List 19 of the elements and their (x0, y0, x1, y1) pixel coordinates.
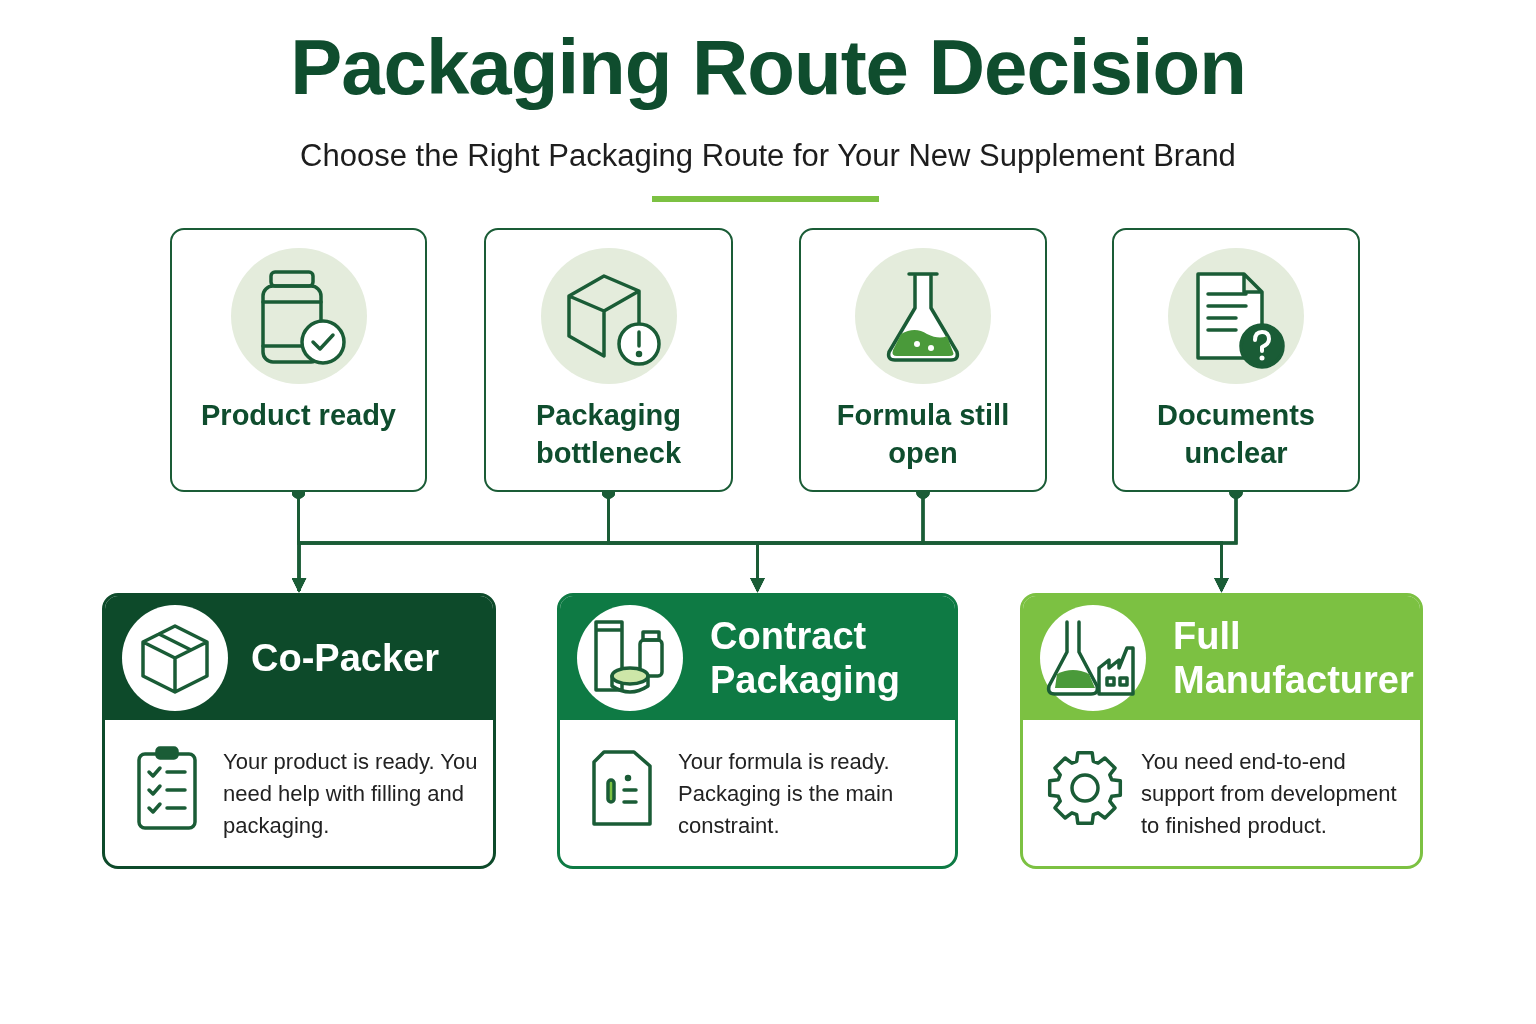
route-card (1020, 593, 1423, 869)
route-description: Your formula is ready. Packaging is the main constraint. (678, 748, 895, 840)
subtitle: Choose the Right Packaging Route for Your New Supplement Brand (299, 138, 1237, 174)
route-card (557, 593, 958, 869)
route-title: Co-Packer (251, 636, 439, 681)
condition-label: Documents unclear (1156, 398, 1316, 471)
route-description: You need end-to-end support from development to finished product. (1141, 748, 1398, 840)
route-title: Full Manufacturer (1173, 614, 1415, 702)
condition-card (799, 228, 1047, 492)
condition-card (484, 228, 733, 492)
condition-label: Formula still open (835, 398, 1011, 471)
condition-label: Product ready (200, 398, 397, 433)
condition-card (1112, 228, 1360, 492)
condition-label: Packaging bottleneck (534, 398, 683, 471)
route-title: Contract Packaging (710, 614, 902, 702)
route-card (102, 593, 496, 869)
title: Packaging Route Decision (289, 22, 1247, 113)
condition-card (170, 228, 427, 492)
route-description: Your product is ready. You need help with filling and packaging. (223, 748, 479, 840)
